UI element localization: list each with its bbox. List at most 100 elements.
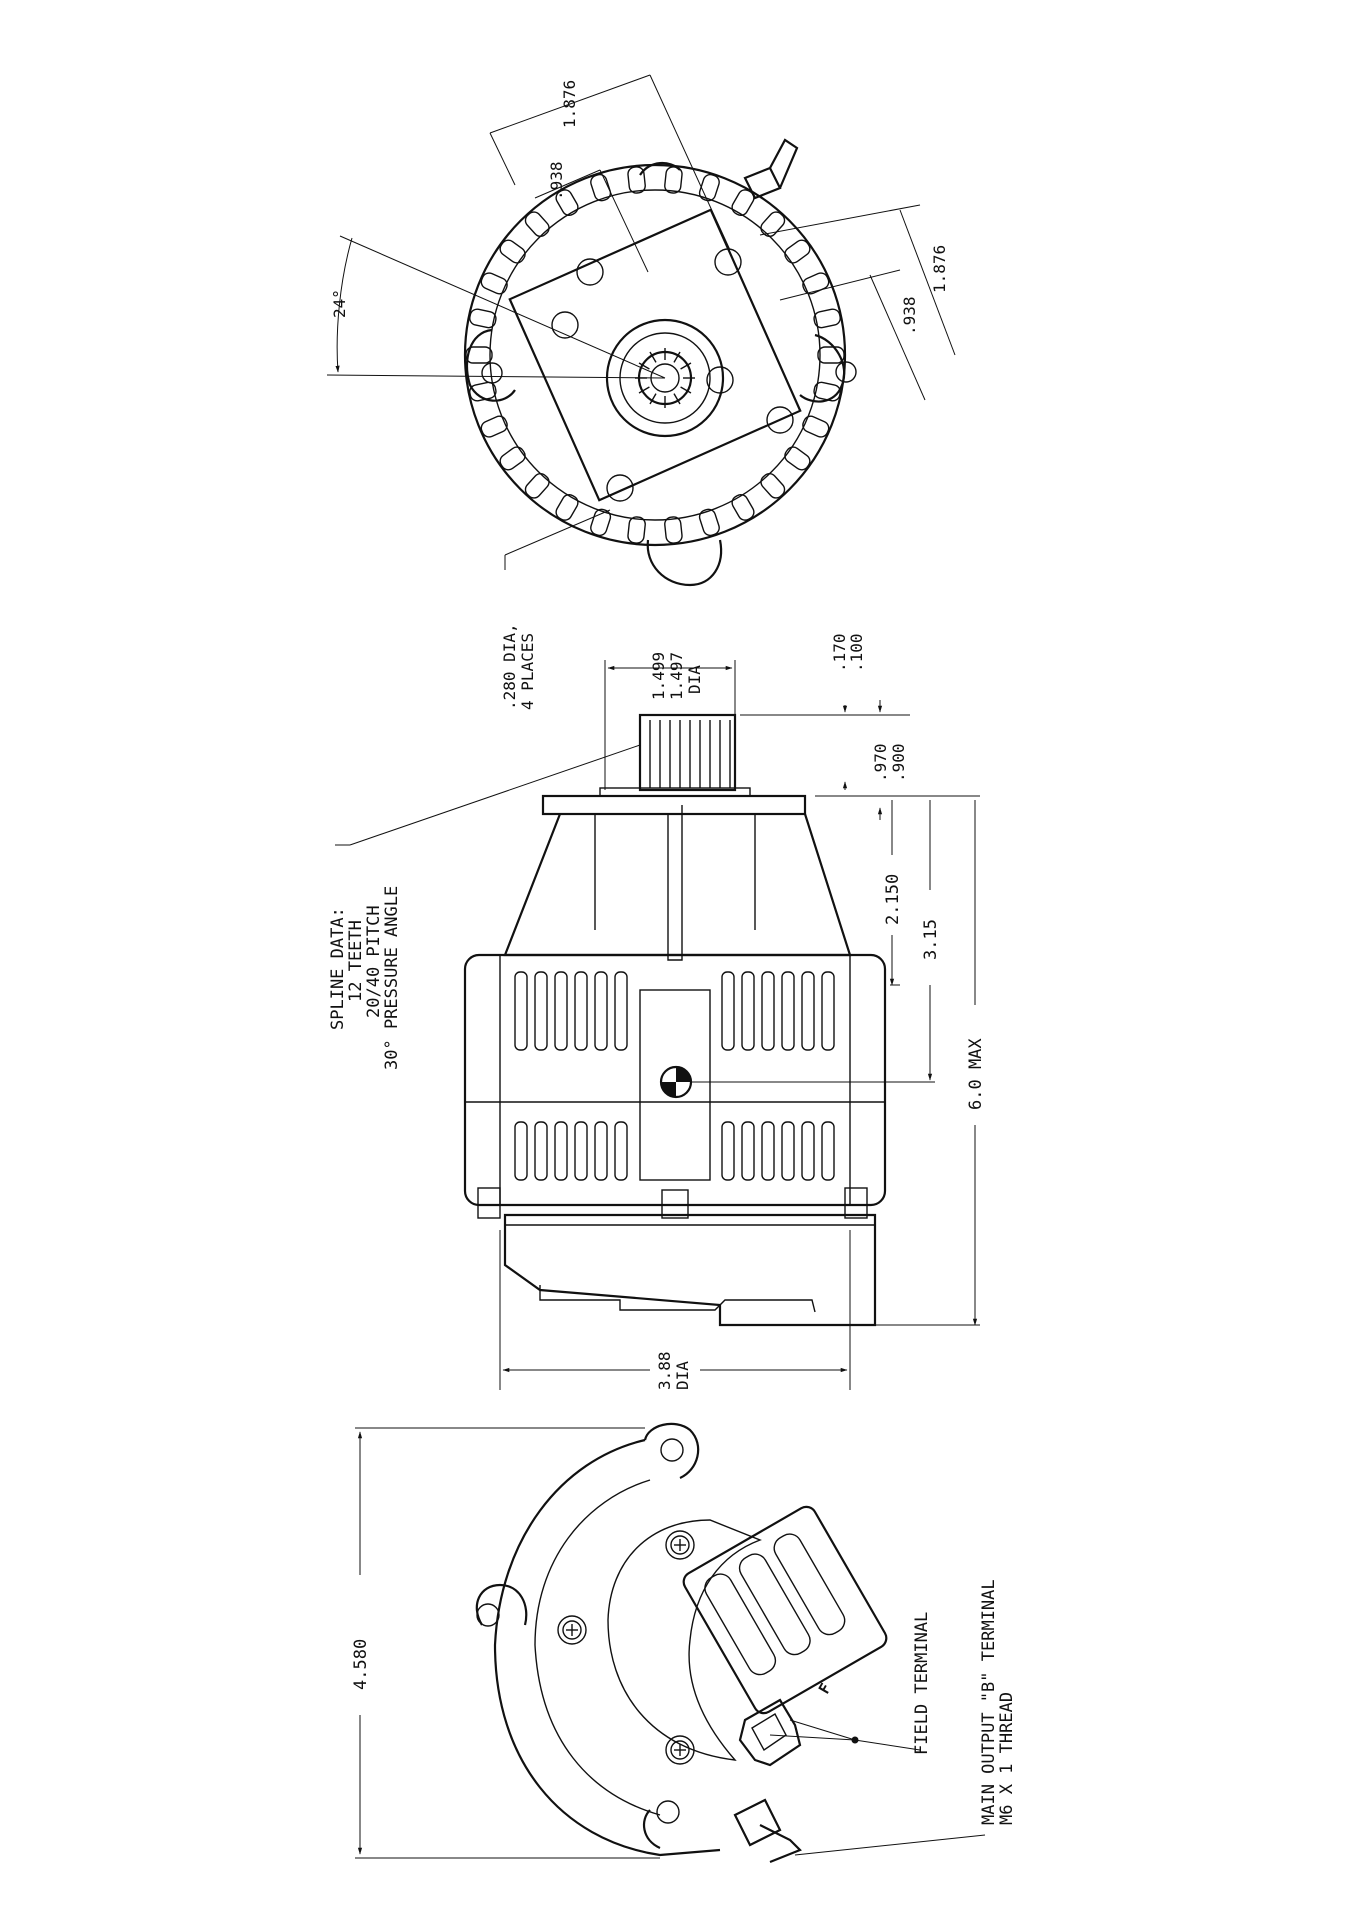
- spline-tooth: [680, 362, 692, 370]
- vent-slot: [781, 1121, 795, 1181]
- shaft-teeth: [649, 720, 731, 788]
- spline-tooth: [649, 393, 657, 405]
- shaft-tol-1: .170: [830, 633, 849, 672]
- cooling-slot: [784, 239, 811, 264]
- vent-slot: [574, 971, 588, 1051]
- spline-note-2: 12 TEETH: [346, 920, 366, 1002]
- vent-slot: [594, 971, 608, 1051]
- shaft-len-2: .900: [889, 743, 908, 782]
- cooling-slot: [590, 173, 612, 202]
- flange-hole: [606, 474, 634, 502]
- rear-view: F 4.580 FIELD TERMINAL MAIN OUTPUT "B" T…: [351, 1422, 1017, 1864]
- flange-holes: [551, 248, 794, 502]
- center-strip: [639, 989, 711, 1181]
- cooling-slot: [731, 494, 755, 521]
- rear-ear-left: [475, 1583, 528, 1626]
- spline-tooth: [673, 393, 681, 405]
- vent-slot: [781, 971, 795, 1051]
- spline-tooth: [680, 386, 692, 394]
- rear-cover: [503, 1213, 877, 1327]
- cooling-slot: [664, 166, 683, 194]
- flange-hole: [706, 366, 734, 394]
- regulator-fin-3: [773, 1533, 846, 1636]
- bolt-right: [844, 1187, 868, 1219]
- cooling-slot: [555, 494, 579, 521]
- screw-upper: [665, 1530, 695, 1560]
- cooling-slot: [627, 516, 646, 544]
- cooling-slots: [465, 166, 845, 544]
- field-terminal-connector: [738, 1698, 802, 1767]
- rear-ear-hole-top: [660, 1438, 684, 1462]
- spline-tooth: [673, 351, 681, 363]
- dim-315: 3.15: [921, 919, 941, 960]
- dim-1876-right: 1.876: [930, 245, 949, 293]
- side-view: SPLINE DATA: 12 TEETH 20/40 PITCH 30° PR…: [328, 633, 986, 1390]
- vent-slot: [554, 1121, 568, 1181]
- dim-angle: 24°: [330, 289, 349, 318]
- rear-housing-outline: [493, 1438, 721, 1857]
- body-dia-2: DIA: [673, 1361, 692, 1390]
- cooling-slot: [555, 189, 579, 216]
- hub-outer: [605, 318, 725, 438]
- terminal-mark: F: [815, 1680, 835, 1697]
- vent-slot: [821, 971, 835, 1051]
- cooling-slot: [817, 346, 845, 364]
- vent-slot: [741, 1121, 755, 1181]
- rear-ear-bottom: [642, 1809, 661, 1850]
- cooling-slot: [698, 173, 720, 202]
- spline-note-3: 20/40 PITCH: [364, 905, 384, 1018]
- cooling-slot: [590, 508, 612, 537]
- holes-note-2: 4 PLACES: [518, 633, 537, 710]
- rear-housing-inner: [534, 1479, 661, 1816]
- vent-slot: [721, 1121, 735, 1181]
- bolt-left: [477, 1187, 501, 1219]
- vent-slot: [741, 971, 755, 1051]
- shaft-len-1: .970: [871, 743, 890, 782]
- screw-lower: [665, 1735, 695, 1765]
- vent-slot: [554, 971, 568, 1051]
- rear-ear-top: [643, 1422, 700, 1480]
- cooling-slot: [731, 189, 755, 216]
- field-terminal-label: FIELD TERMINAL: [912, 1612, 932, 1755]
- mount-ear-bottom: [646, 539, 723, 587]
- spline-shaft: [638, 713, 737, 792]
- spline-tooth: [638, 362, 650, 370]
- vent-slot: [721, 971, 735, 1051]
- vent-slot: [801, 971, 815, 1051]
- cooling-slot: [698, 508, 720, 537]
- dim-938-top: .938: [547, 161, 566, 200]
- regulator-fin-1: [704, 1573, 777, 1676]
- cooling-slot: [480, 415, 508, 438]
- spline-tooth: [638, 386, 650, 394]
- rear-ear-hole-left: [476, 1603, 500, 1627]
- vent-slot: [761, 971, 775, 1051]
- vent-slot: [594, 1121, 608, 1181]
- cooling-slot: [627, 166, 646, 194]
- b-terminal-stud: [733, 1798, 802, 1864]
- shaft-tol-2: .100: [847, 633, 866, 672]
- cooling-slot: [469, 308, 497, 329]
- flange-hole: [551, 311, 579, 339]
- mount-ear-right: [799, 333, 846, 403]
- main-output-label-2: M6 X 1 THREAD: [997, 1692, 1017, 1825]
- body-dia-1: 3.88: [655, 1351, 674, 1390]
- cooling-slot: [760, 472, 786, 499]
- cooling-slot: [784, 446, 811, 471]
- cooling-slot: [664, 516, 683, 544]
- flange-plate: [541, 794, 807, 816]
- vent-slot: [761, 1121, 775, 1181]
- cooling-slot: [465, 346, 493, 364]
- bolt-center: [661, 1189, 689, 1219]
- cooling-slot: [524, 211, 550, 238]
- cooling-slot: [524, 472, 550, 499]
- square-flange: [508, 208, 802, 502]
- terminal-stud: [743, 138, 799, 200]
- main-body: [463, 953, 887, 1207]
- spline-note-4: 30° PRESSURE ANGLE: [382, 886, 402, 1070]
- mount-ear-left: [465, 328, 516, 402]
- dim-1876-top: 1.876: [560, 80, 579, 128]
- regulator-fin-2: [738, 1553, 811, 1656]
- pilot-dia-3: DIA: [685, 665, 704, 694]
- main-output-label-1: MAIN OUTPUT "B" TERMINAL: [979, 1579, 999, 1825]
